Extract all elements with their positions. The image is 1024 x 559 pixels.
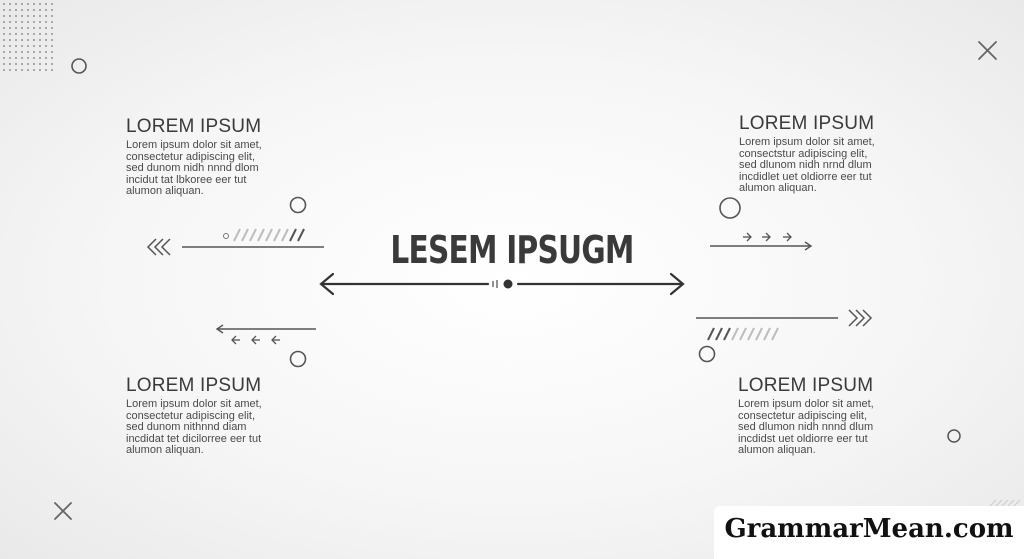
block-body: Lorem ipsum dolor sit amet, consectetur … (126, 398, 316, 457)
block-line: incidut tat lbkoree eer tut (126, 173, 247, 186)
hatch-pattern (289, 228, 305, 242)
block-line: sed dlunom nidh nrnd dlum (739, 159, 872, 172)
block-body: Lorem ipsum dolor sit amet, consectetur … (126, 139, 316, 198)
block-line: consectetur adipiscing elit, (738, 409, 868, 422)
main-double-arrow (319, 272, 685, 296)
block-line: Lorem ipsum dolor sit amet, (126, 139, 262, 151)
block-line: consectetur adipiscing elit, (126, 150, 256, 163)
block-line: incdidat tet dicilorree eer tut (126, 432, 262, 445)
block-body: Lorem ipsum dolor sit amet, consectstur … (739, 136, 929, 195)
double-chevron-left-icon (146, 238, 171, 256)
arrow-left-icon (231, 335, 280, 345)
block-line: incdidst uet oldiorre eer tut (738, 432, 868, 445)
text-block-bottom-right: LOREM IPSUM Lorem ipsum dolor sit amet, … (738, 375, 928, 457)
circle-icon (698, 345, 716, 363)
close-icon (978, 41, 997, 60)
block-line: sed dlumon nidh nnnd dlum (738, 421, 874, 434)
block-line: consectstur adipiscing elit, (739, 147, 868, 160)
circle-icon (71, 58, 87, 74)
circle-icon (223, 233, 229, 239)
text-block-top-left: LOREM IPSUM Lorem ipsum dolor sit amet, … (126, 116, 316, 198)
block-line: alumon aliquan. (126, 444, 204, 457)
block-heading: LOREM IPSUM (739, 113, 875, 134)
arrow-right-icon (743, 232, 792, 242)
arrow-left-icon (215, 324, 224, 334)
block-line: consectetur adipiscing elit, (126, 409, 256, 422)
block-line: Lorem ipsum dolor sit amet, (739, 136, 875, 148)
block-heading: LOREM IPSUM (126, 116, 262, 137)
watermark: GrammarMean.com (714, 506, 1024, 559)
circle-icon (719, 197, 741, 219)
double-chevron-right-icon (848, 309, 873, 327)
block-line: Lorem ipsum dolor sit amet, (738, 398, 874, 410)
dot-grid-icon (0, 0, 56, 72)
text-block-bottom-left: LOREM IPSUM Lorem ipsum dolor sit amet, … (126, 375, 316, 457)
center-dot (503, 279, 513, 289)
text-block-top-right: LOREM IPSUM Lorem ipsum dolor sit amet, … (739, 113, 929, 195)
hatch-pattern (731, 327, 779, 341)
center-mark (492, 280, 498, 288)
block-heading: LOREM IPSUM (126, 375, 262, 396)
block-body: Lorem ipsum dolor sit amet, consectetur … (738, 398, 928, 457)
block-line: sed dunom nithnnd diam (126, 421, 247, 434)
corner-hatch (989, 499, 1021, 507)
close-icon (54, 502, 72, 520)
watermark-text: GrammarMean.com (724, 514, 1014, 544)
hatch-pattern (707, 327, 731, 341)
block-line: sed dunom nidh nnnd dlom (126, 162, 259, 175)
circle-icon (289, 196, 307, 214)
block-line: alumon aliquan. (126, 185, 204, 198)
block-line: incdidlet uet oldiorre eer tut (739, 170, 872, 183)
block-line: Lorem ipsum dolor sit amet, (126, 398, 262, 410)
block-line: alumon aliquan. (738, 444, 816, 457)
arrow-right-icon (804, 241, 813, 251)
circle-icon (289, 350, 307, 368)
hatch-pattern (233, 228, 289, 242)
block-heading: LOREM IPSUM (738, 375, 874, 396)
block-line: alumon aliquan. (739, 182, 817, 195)
circle-icon (947, 429, 961, 443)
main-title: LESEM IPSUGM (390, 228, 634, 272)
